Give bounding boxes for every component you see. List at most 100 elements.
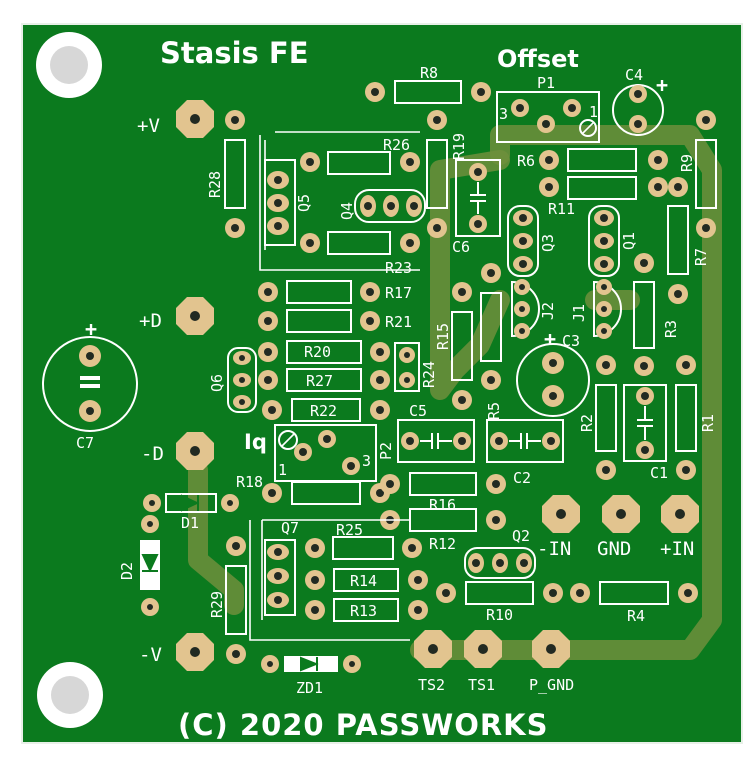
label-c1: C1 [650,464,668,482]
resistor-r10 [436,581,563,605]
label-p1: P1 [537,74,555,92]
label-r13: R13 [350,602,377,620]
trimmer-p1 [496,91,600,143]
pad-gnd [602,495,640,533]
label-gnd: GND [597,538,631,560]
label-r27: R27 [306,372,333,390]
label-d2: D2 [118,562,136,580]
capacitor-c7 [42,336,138,432]
label-q5: Q5 [295,194,313,212]
resistor-r19 [426,110,448,238]
mounting-hole-top-left [36,32,102,98]
q7-outline [249,519,410,641]
label-c5: C5 [409,402,427,420]
pad-dminus [176,432,214,470]
label-zd1: ZD1 [296,679,323,697]
label-ts1: TS1 [468,676,495,694]
label-p2-pin1: 1 [278,461,287,479]
label-q4: Q4 [338,202,356,220]
label-c3: C3 [562,332,580,350]
label-p1-pin3: 3 [499,105,508,123]
label-p1-pin1: 1 [589,103,598,121]
label-c3-plus: + [544,327,556,351]
resistor-r2 [595,355,617,480]
label-dminus: -D [141,443,164,465]
pad-in-plus [661,495,699,533]
label-in-minus: -IN [537,538,571,560]
label-vminus: -V [139,644,162,666]
resistor-r15 [451,282,473,410]
label-c7: C7 [76,434,94,452]
zener-zd1 [261,655,361,673]
label-j2: J2 [539,302,557,320]
resistor-r29 [225,536,247,664]
capacitor-c5 [397,419,475,463]
capacitor-c2 [486,419,564,463]
label-r19: R19 [450,133,468,160]
label-d1: D1 [181,514,199,532]
pad-ts1 [464,630,502,668]
pad-p-gnd [532,630,570,668]
label-j1: J1 [570,304,588,322]
capacitor-c6 [455,159,501,237]
resistor-r4 [570,581,698,605]
label-r5: R5 [485,402,503,420]
label-q3: Q3 [539,234,557,252]
label-r1: R1 [699,414,717,432]
label-q7: Q7 [281,519,299,537]
label-c7-plus: + [85,317,97,341]
diode-d1 [143,493,239,513]
transistor-q2 [464,547,536,579]
resistor-r26 [300,151,420,175]
label-c4-plus: + [656,73,668,97]
resistor-r5 [480,263,502,390]
resistor-r16 [380,472,506,496]
label-c2: C2 [513,469,531,487]
resistor-r25 [305,536,422,560]
label-r15: R15 [434,323,452,350]
pad-dplus [176,297,214,335]
transistor-q3 [507,205,539,277]
label-r11: R11 [548,200,575,218]
transistor-q5 [264,159,296,246]
label-r20: R20 [304,343,331,361]
resistor-r13 [305,598,428,622]
board-footer: (C) 2020 PASSWORKS [178,708,549,742]
transistor-q4 [354,189,426,223]
label-r9: R9 [678,154,696,172]
jfet-j2 [511,279,540,339]
label-r2: R2 [578,414,596,432]
label-q6: Q6 [208,374,226,392]
label-r22: R22 [310,402,337,420]
label-dplus: +D [139,310,162,332]
label-iq: Iq [244,430,267,454]
label-r3: R3 [662,320,680,338]
label-q2: Q2 [512,527,530,545]
label-r26: R26 [383,136,410,154]
label-ts2: TS2 [418,676,445,694]
label-r12: R12 [429,535,456,553]
label-r8: R8 [420,64,438,82]
label-p-gnd: P_GND [529,676,574,694]
resistor-r20 [258,340,390,364]
label-r10: R10 [486,606,513,624]
offset-label: Offset [497,45,579,73]
label-q1: Q1 [620,232,638,250]
label-r24: R24 [420,361,438,388]
diode-d2 [140,515,160,616]
label-r28: R28 [206,171,224,198]
resistor-r24 [394,342,420,392]
pad-vminus [176,633,214,671]
label-r14: R14 [350,572,377,590]
label-r16: R16 [429,496,456,514]
pad-in-minus [542,495,580,533]
resistor-r23 [300,231,420,255]
label-r29: R29 [208,591,226,618]
label-c4: C4 [625,66,643,84]
resistor-r7 [667,177,689,304]
pad-vplus [176,100,214,138]
copper-traces [188,125,722,660]
jfet-j1 [593,279,622,339]
transistor-q7 [264,539,296,616]
